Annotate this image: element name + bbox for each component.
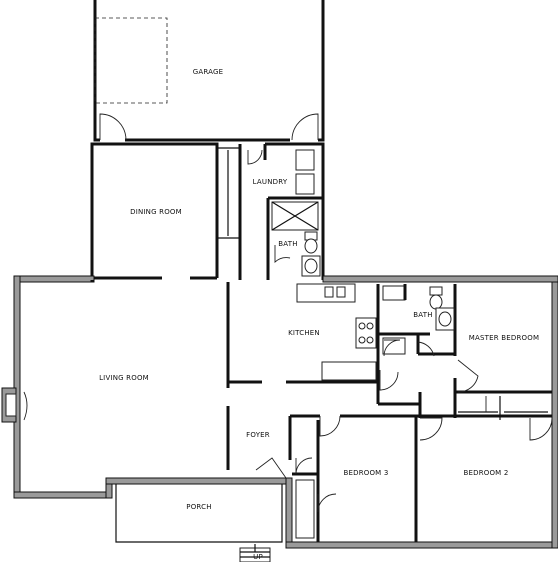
dryer xyxy=(295,173,315,195)
toilet-bowl-2 xyxy=(429,294,443,310)
garage-door-left-swing xyxy=(99,113,127,141)
bath-2-sink xyxy=(438,311,452,327)
room-labels: GARAGE LAUNDRY DINING ROOM BATH KITCHEN … xyxy=(99,68,539,561)
label-foyer: FOYER xyxy=(246,431,270,439)
label-living-room: LIVING ROOM xyxy=(99,374,149,382)
label-bath-2: BATH xyxy=(413,311,432,319)
bedroom-3-closet xyxy=(295,479,315,539)
parking-space-outline xyxy=(94,17,168,104)
label-porch: PORCH xyxy=(186,503,211,511)
interior-walls xyxy=(90,280,552,542)
north-wing xyxy=(90,142,325,280)
kitchen-lower-counter xyxy=(321,361,377,381)
bath-2-tub xyxy=(382,285,406,301)
bath-1-sink xyxy=(304,258,318,274)
label-laundry: LAUNDRY xyxy=(253,178,288,186)
label-bedroom-3: BEDROOM 3 xyxy=(343,469,388,477)
label-garage: GARAGE xyxy=(193,68,224,76)
label-master-bedroom: MASTER BEDROOM xyxy=(469,334,539,342)
label-stairs-up: UP xyxy=(253,553,263,561)
exterior-walls xyxy=(1,275,558,549)
garage-door-right-swing xyxy=(291,113,319,141)
kitchen-sink-right xyxy=(336,286,346,298)
label-dining-room: DINING ROOM xyxy=(130,208,182,216)
label-bedroom-2: BEDROOM 2 xyxy=(463,469,508,477)
kitchen-range xyxy=(355,317,377,349)
garage-area xyxy=(93,0,325,142)
doors xyxy=(247,149,553,513)
label-bath-1: BATH xyxy=(278,240,297,248)
porch-area xyxy=(115,484,283,562)
label-kitchen: KITCHEN xyxy=(288,329,320,337)
toilet-tank-2 xyxy=(429,286,443,296)
kitchen-sink-left xyxy=(324,286,334,298)
front-entry-door xyxy=(255,457,287,479)
linen-closet xyxy=(382,337,406,355)
toilet-bowl-1 xyxy=(304,238,318,254)
washer xyxy=(295,149,315,171)
